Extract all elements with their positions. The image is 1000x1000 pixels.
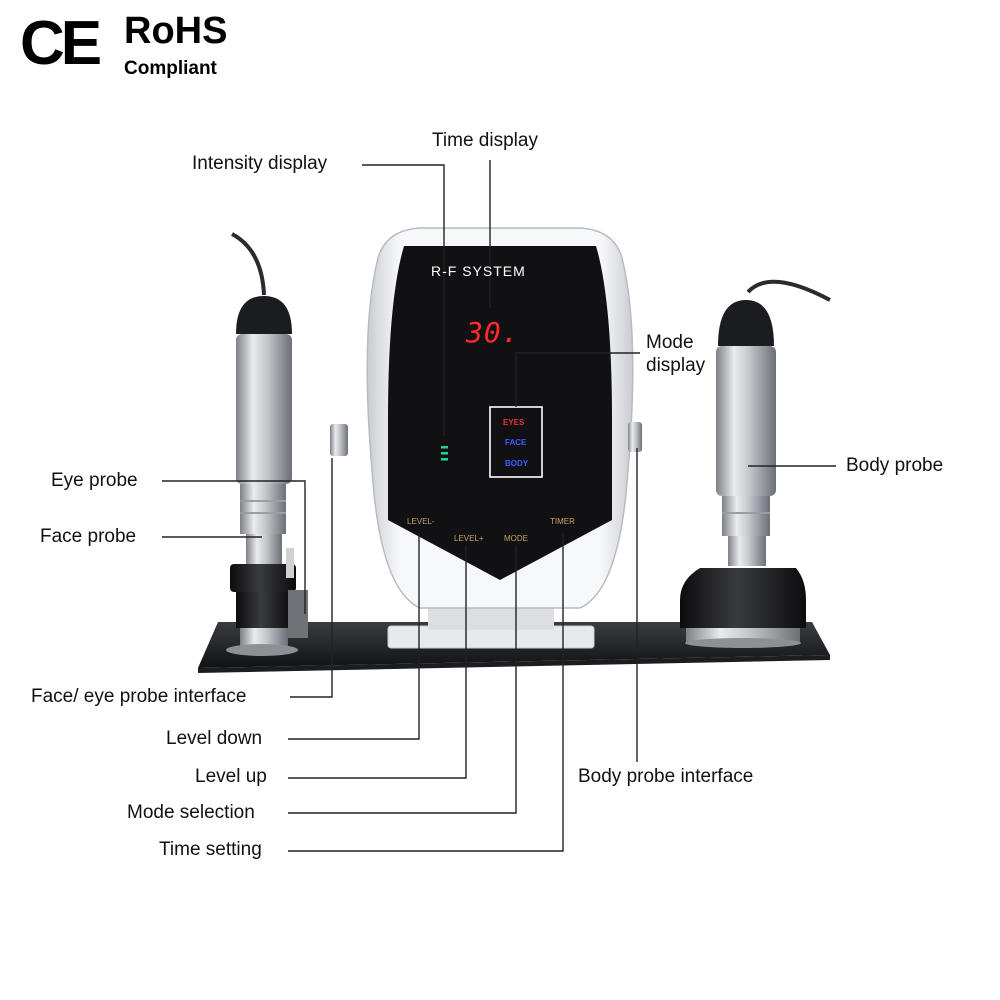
leader-intensity (362, 164, 445, 436)
timer-button[interactable]: TIMER (550, 517, 575, 526)
label-face-probe: Face probe (40, 526, 137, 547)
mode-button[interactable]: MODE (504, 534, 528, 543)
label-mode-selection: Mode selection (127, 802, 255, 823)
leader-level-up (288, 545, 467, 779)
panel-title: R-F SYSTEM (431, 263, 526, 279)
face-eye-probe (226, 296, 308, 656)
label-face-eye-interface: Face/ eye probe interface (31, 686, 247, 707)
body-probe (680, 300, 806, 648)
label-time-display: Time display (432, 130, 538, 151)
rohs-title: RoHS (124, 10, 228, 52)
label-level-down: Level down (166, 728, 263, 749)
leader-mode (515, 352, 640, 407)
leader-level-down (288, 533, 420, 740)
label-intensity-display: Intensity display (192, 153, 328, 174)
body-probe-connector (628, 422, 642, 452)
leader-lines (162, 160, 836, 852)
front-panel (388, 246, 612, 580)
ce-mark: CE (20, 9, 102, 78)
time-digits: 30. (466, 316, 520, 349)
label-mode-display-line1: Mode (646, 332, 694, 353)
mode-body: BODY (505, 459, 529, 468)
mode-face: FACE (505, 438, 527, 447)
level-down-button[interactable]: LEVEL- (407, 517, 435, 526)
leader-time-setting (288, 533, 564, 852)
label-mode-display-line2: display (646, 355, 706, 376)
intensity-leds (441, 446, 448, 461)
rohs-subtitle: Compliant (124, 58, 217, 79)
leader-eye-probe (162, 480, 306, 614)
label-time-setting: Time setting (159, 839, 262, 860)
mode-eyes: EYES (503, 418, 525, 427)
level-up-button[interactable]: LEVEL+ (454, 534, 484, 543)
label-body-probe: Body probe (846, 455, 944, 476)
label-eye-probe: Eye probe (51, 470, 138, 491)
leader-mode-selection (288, 545, 517, 814)
face-eye-probe-connector (330, 424, 348, 456)
label-level-up: Level up (195, 766, 267, 787)
label-body-probe-interface: Body probe interface (578, 766, 754, 787)
leader-interface (290, 458, 333, 698)
